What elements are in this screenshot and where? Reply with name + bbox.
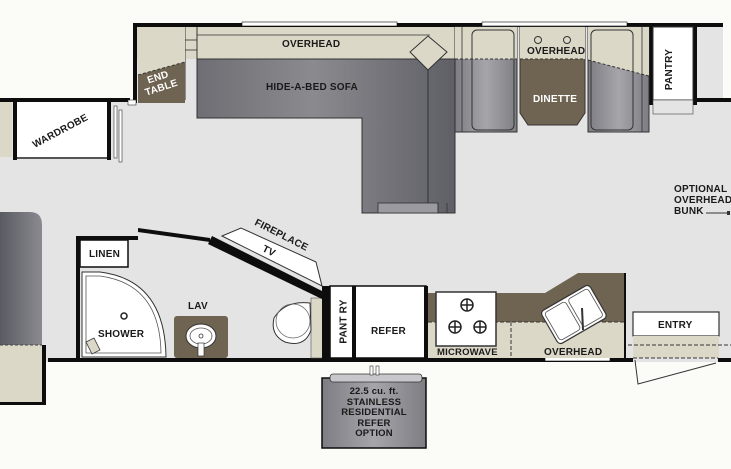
- bed: [0, 100, 42, 405]
- pantry-top: [652, 26, 694, 115]
- overhead-living-label: OVERHEAD: [282, 39, 341, 50]
- exterior-walls: [0, 23, 731, 405]
- optional-bunk-arrow: [706, 211, 730, 215]
- lavatory-sink: [174, 316, 228, 358]
- hide-a-bed-sofa: [196, 35, 456, 214]
- linen-closet: [79, 239, 129, 268]
- toilet: [272, 297, 324, 359]
- refer-option-label: 22.5 cu. ft. STAINLESS RESIDENTIAL REFER…: [341, 386, 407, 439]
- pantry-top-label: PANTRY: [664, 48, 676, 91]
- dinette-table: [519, 26, 586, 126]
- residential-refer-option: [321, 365, 427, 449]
- dinette-label: DINETTE: [533, 94, 578, 105]
- entry-step: [628, 311, 731, 385]
- pantry-bottom-label: PANT RY: [338, 299, 350, 344]
- overhead-kitchen-label: OVERHEAD: [544, 347, 603, 358]
- window-dinette: [481, 21, 628, 27]
- refer-label: REFER: [371, 326, 406, 337]
- shower: [81, 271, 167, 358]
- wardrobe: [13, 99, 137, 163]
- linen-label: LINEN: [89, 249, 120, 260]
- lav-label: LAV: [188, 301, 208, 312]
- optional-bunk-label: OPTIONAL OVERHEAD BUNK: [674, 184, 731, 217]
- dinette-bench-right: [587, 26, 650, 133]
- fireplace-tv: [208, 227, 330, 360]
- sofa-label: HIDE-A-BED SOFA: [266, 82, 358, 93]
- overhead-dinette-label: OVERHEAD: [527, 46, 586, 57]
- kitchen-counter: [428, 273, 626, 358]
- pantry-refer-block: [329, 285, 428, 359]
- entry-label: ENTRY: [658, 320, 693, 331]
- dinette-bench-left: [454, 26, 518, 133]
- microwave-label: MICROWAVE: [437, 347, 498, 358]
- window-living: [241, 21, 398, 27]
- bathroom-walls: [76, 228, 210, 360]
- shower-label: SHOWER: [98, 329, 145, 340]
- end-table: [137, 27, 186, 103]
- overhead-cabinet-living: [137, 27, 455, 100]
